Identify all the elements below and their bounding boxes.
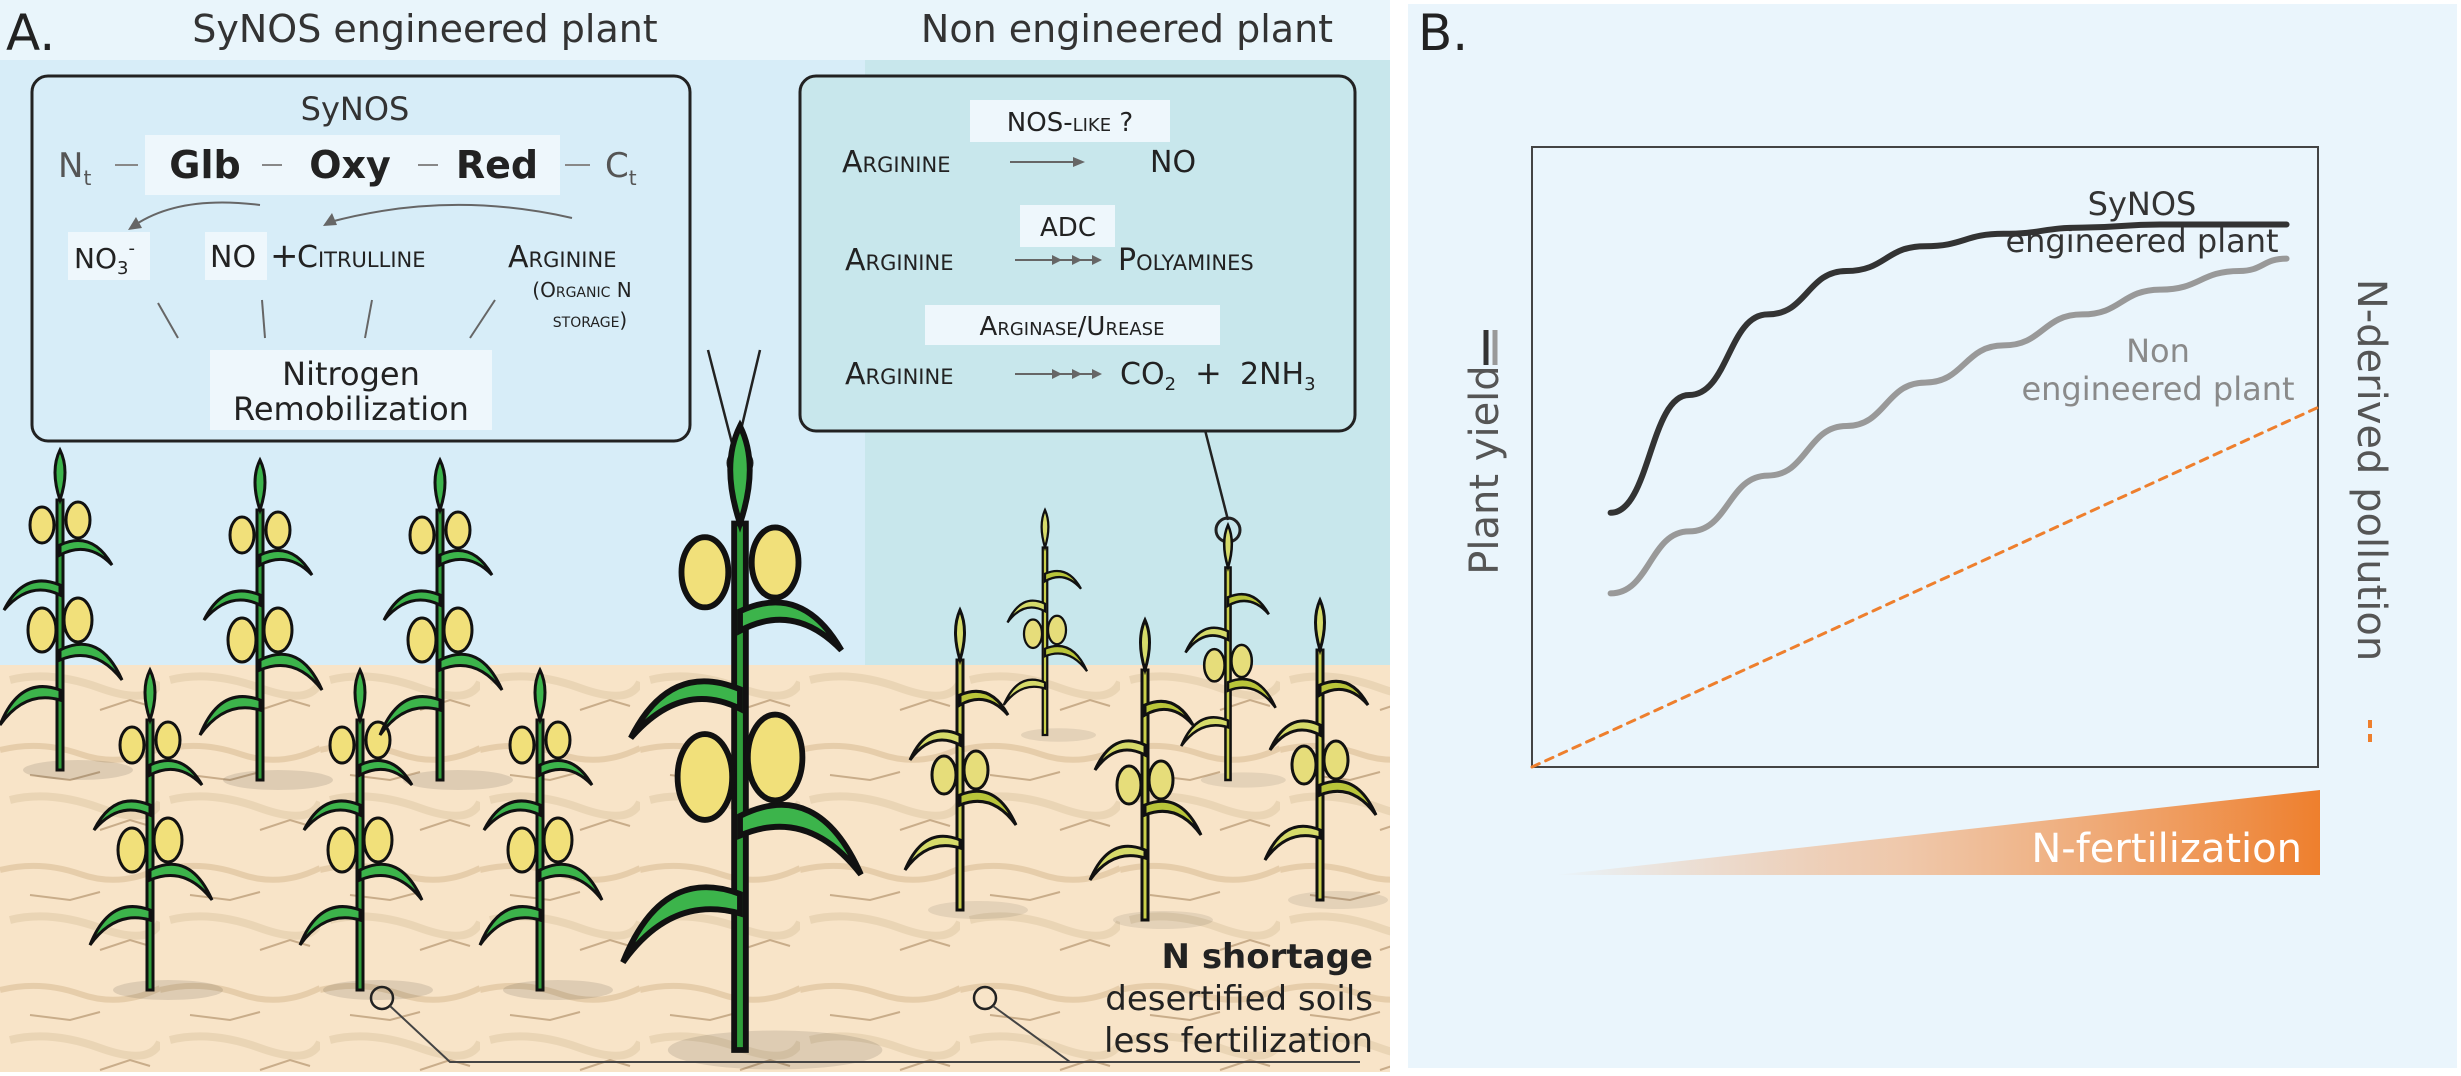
plus-sign: +	[270, 236, 299, 276]
row3-plus: +	[1195, 354, 1222, 392]
plot-frame	[1531, 146, 2319, 768]
arginine-label: Arginine	[508, 240, 616, 275]
label-non-line2: engineered plant	[2021, 370, 2294, 408]
header-non-engineered-plant: Non engineered plant	[921, 7, 1333, 51]
remobilization-line2: Remobilization	[233, 390, 469, 428]
no3-label: NO3-	[74, 238, 135, 279]
fertilization-wedge	[1555, 790, 2320, 875]
c-terminal: Ct	[605, 146, 637, 190]
ylabel-left-group: Plant yield	[1462, 330, 1508, 575]
ylabel-n-derived-pollution: N-derived pollution	[2348, 279, 2394, 661]
arrow-remob-1	[157, 302, 179, 339]
panel-b: B. SyNOS engineered plant Non engineered…	[1408, 4, 2457, 1068]
arrowhead-no	[323, 213, 337, 226]
synos-title: SyNOS	[301, 90, 410, 128]
adc-box	[1020, 205, 1115, 247]
fertilization-label: N-fertilization	[2031, 826, 2302, 872]
remobilization-box	[210, 350, 492, 430]
row2-arginine: Arginine	[845, 243, 953, 278]
arrowhead-no3	[128, 217, 142, 230]
arrow-remob-3	[364, 299, 373, 339]
row3-arrowheads	[1052, 369, 1102, 379]
ylabel-right-group: N-derived pollution	[2348, 279, 2394, 748]
adc-label: ADC	[1040, 213, 1096, 243]
soil-desertified: desertified soils	[1105, 979, 1373, 1019]
row3-arginine: Arginine	[845, 357, 953, 392]
arginase-urease-label: Arginase/Urease	[980, 312, 1165, 342]
no-box	[205, 232, 267, 280]
panel-b-label: B.	[1418, 4, 1468, 62]
arginase-box	[925, 305, 1220, 345]
pathways-box: NOS-like ? Arginine NO ADC Arginine Poly…	[798, 74, 1357, 433]
organic-n-storage-line1: (Organic N	[532, 278, 631, 302]
no3-box	[68, 232, 150, 280]
callout-non-plant	[1203, 429, 1230, 521]
row1-no: NO	[1150, 145, 1196, 180]
domain-red: Red	[456, 143, 538, 187]
row2-polyamines: Polyamines	[1118, 243, 1254, 278]
soil-ground	[0, 665, 1390, 1072]
n-terminal: Nt	[58, 146, 91, 190]
label-non-line1: Non	[2126, 332, 2190, 370]
nos-like-label: NOS-like ?	[1007, 108, 1133, 138]
soil-callout-line	[389, 1005, 1360, 1063]
ylabel-plant-yield: Plant yield	[1462, 365, 1508, 574]
no-label: NO	[210, 240, 256, 275]
plot-layer	[1530, 221, 2320, 769]
arrow-arginine-to-no	[329, 203, 573, 223]
soil-less-fertilization: less fertilization	[1104, 1021, 1373, 1061]
soil-callout-dot-2	[972, 985, 998, 1011]
synos-box: SyNOS Nt Glb Oxy Red Ct NO3- NO + Citrul…	[30, 74, 692, 443]
nos-like-box	[970, 100, 1170, 142]
remobilization-line1: Nitrogen	[282, 355, 420, 393]
organic-n-storage-line2: storage)	[553, 308, 627, 332]
arrow-no-to-no3	[134, 201, 261, 226]
row3-co2: CO2	[1120, 357, 1176, 395]
row1-arginine: Arginine	[842, 145, 950, 180]
panel-a-label: A.	[6, 4, 55, 62]
soil-n-shortage: N shortage	[1162, 937, 1373, 977]
domain-glb-box	[145, 135, 560, 195]
row3-nh3: 2NH3	[1240, 357, 1316, 395]
row1-arrowhead	[1073, 157, 1085, 167]
row2-arrowheads	[1052, 255, 1102, 265]
panel-a-header-band	[0, 0, 1390, 60]
citrulline-label: Citrulline	[297, 240, 426, 275]
label-synos-line2: engineered plant	[2005, 222, 2278, 260]
soil-callout-dot-1	[369, 985, 395, 1011]
domain-oxy: Oxy	[309, 143, 391, 187]
panel-a: A. SyNOS engineered plant Non engineered…	[0, 0, 1390, 1072]
series-line-2	[1530, 405, 2320, 769]
series-line-0	[1607, 221, 2290, 516]
arrow-remob-4	[469, 299, 496, 339]
label-synos-line1: SyNOS	[2088, 185, 2197, 223]
arrow-remob-2	[261, 299, 266, 339]
header-synos-plant: SyNOS engineered plant	[192, 7, 657, 51]
series-line-1	[1607, 255, 2290, 597]
domain-glb: Glb	[169, 143, 240, 187]
